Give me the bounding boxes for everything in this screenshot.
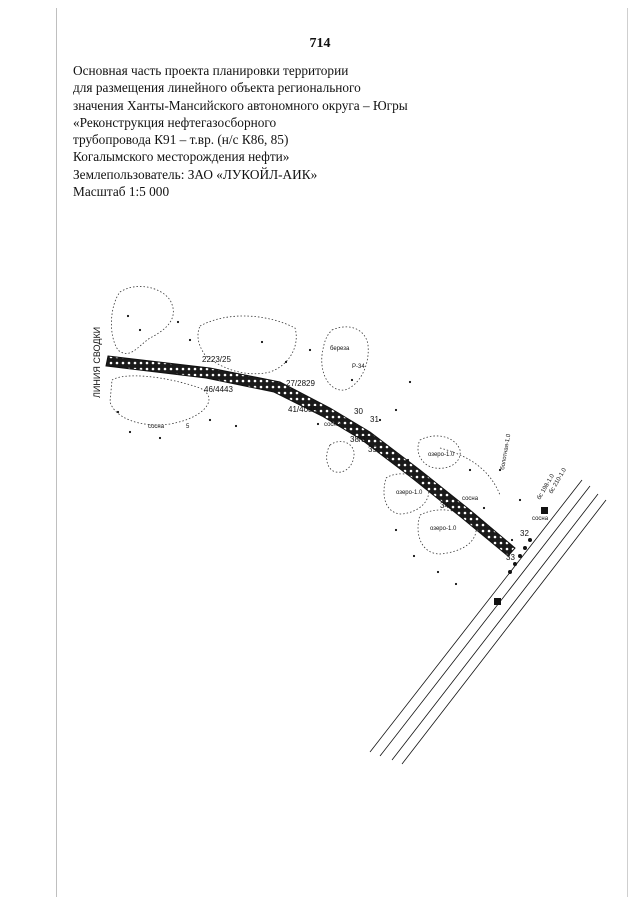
point-labels: 2223/25 46/4443 27/2829 41/4039 30 31 38… bbox=[202, 355, 529, 562]
forest-outline bbox=[197, 315, 297, 375]
road-markers bbox=[494, 507, 548, 605]
title-line: трубопровода К91 – т.вр. (н/с К86, 85) bbox=[73, 132, 289, 148]
area-label: озеро-1.0 bbox=[396, 490, 423, 496]
area-label: сосна bbox=[462, 496, 479, 502]
vegetation-contours bbox=[109, 286, 501, 555]
road-edge bbox=[401, 499, 607, 765]
point-label: 34 bbox=[440, 501, 449, 510]
point-label: 46/4443 bbox=[204, 385, 233, 394]
area-label: береза bbox=[330, 346, 350, 352]
lake-outline bbox=[383, 473, 430, 515]
area-label: болотная-1.0 bbox=[500, 433, 512, 471]
point-label: 31 bbox=[370, 415, 379, 424]
point-label: 41/4039 bbox=[288, 405, 317, 414]
pipeline-corridor bbox=[105, 355, 516, 557]
point-label: 30 bbox=[354, 407, 363, 416]
area-label: озеро-1.0 bbox=[428, 452, 455, 458]
marker-square bbox=[541, 507, 548, 514]
area-label: сосна bbox=[148, 424, 165, 430]
point-label: 33 bbox=[506, 553, 515, 562]
page-number: 714 bbox=[309, 36, 331, 51]
summary-line-label: ЛИНИЯ СВОДКИ bbox=[92, 327, 102, 398]
birch-outline bbox=[321, 326, 369, 391]
scale-line: Масштаб 1:5 000 bbox=[73, 184, 170, 200]
title-line: для размещения линейного объекта региона… bbox=[73, 80, 361, 96]
area-label: сосна bbox=[324, 422, 341, 428]
lake-outline bbox=[417, 509, 477, 555]
forest-outline bbox=[111, 286, 174, 354]
title-line: Основная часть проекта планировки террит… bbox=[73, 63, 349, 78]
marker-square bbox=[494, 598, 501, 605]
point-label: 38/37 bbox=[350, 435, 371, 444]
point-label: 35 bbox=[368, 445, 377, 454]
road-edge bbox=[391, 493, 599, 761]
road-edge bbox=[379, 485, 591, 757]
area-label: озеро-1.0 bbox=[430, 526, 457, 532]
contour-line bbox=[439, 447, 501, 496]
page-frame bbox=[56, 8, 628, 897]
title-line: Когалымского месторождения нефти» bbox=[73, 149, 290, 165]
title-line: Землепользователь: ЗАО «ЛУКОЙЛ-АИК» bbox=[73, 166, 318, 182]
point-label: 27/2829 bbox=[286, 379, 315, 388]
area-label: 5 bbox=[186, 424, 190, 430]
road-corridor bbox=[369, 479, 607, 765]
forest-outline bbox=[326, 441, 355, 473]
pine-outline bbox=[109, 375, 210, 426]
area-label: сосна bbox=[532, 516, 549, 522]
title-line: «Реконструкция нефтегазосборного bbox=[73, 114, 277, 130]
survey-dots bbox=[116, 314, 522, 586]
title-line: значения Ханты-Мансийского автономного о… bbox=[73, 97, 408, 113]
point-label: 32 bbox=[520, 529, 529, 538]
road-edge bbox=[369, 479, 583, 753]
point-label: 2223/25 bbox=[202, 355, 231, 364]
area-label: Р-34 bbox=[352, 364, 365, 370]
title-block: Основная часть проекта планировки террит… bbox=[73, 62, 533, 200]
